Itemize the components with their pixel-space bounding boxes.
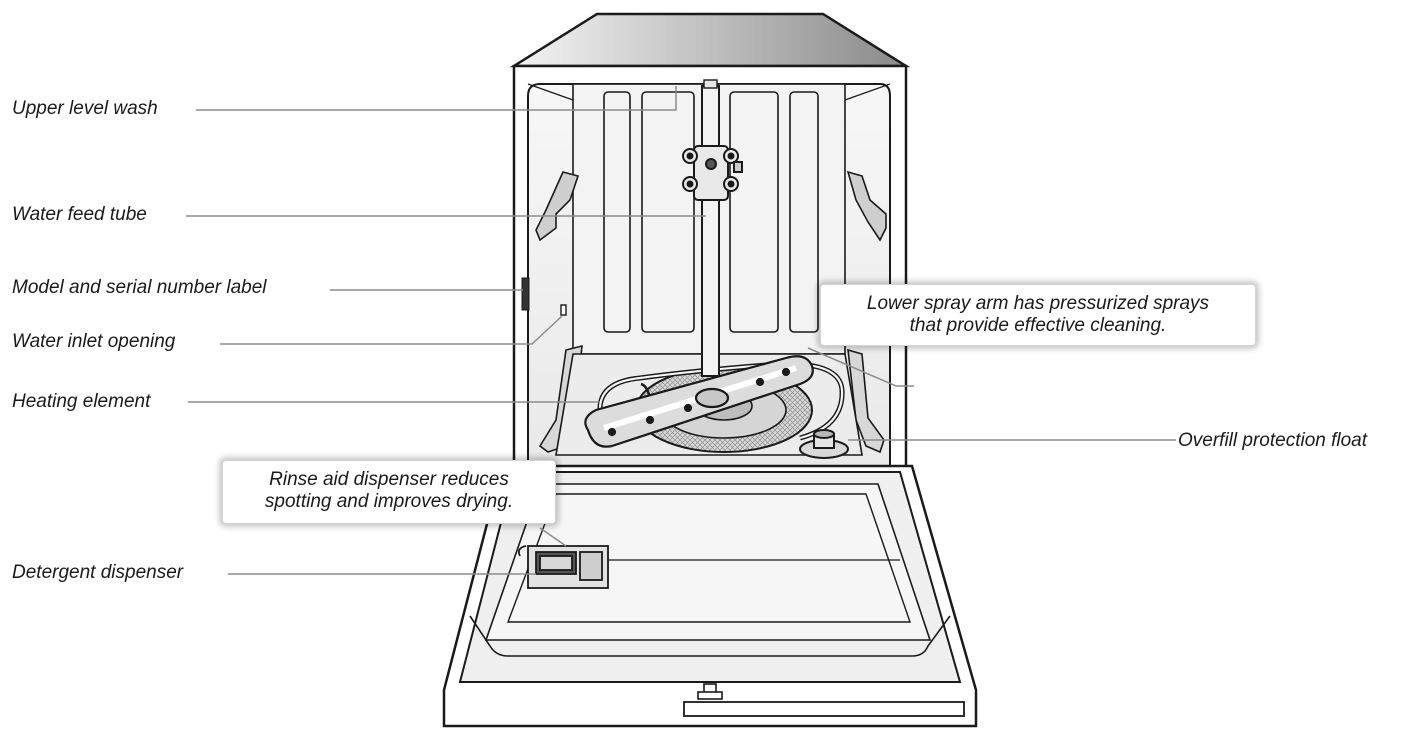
label-water-feed-tube: Water feed tube xyxy=(12,204,147,225)
back-wall-ribs xyxy=(603,91,819,333)
water-feed-tube xyxy=(701,85,720,377)
callout-lower-spray-arm-line1: Lower spray arm has pressurized sprays xyxy=(866,293,1210,314)
callout-lower-spray-arm-line2: that provide effective cleaning. xyxy=(909,315,1167,336)
label-water-inlet: Water inlet opening xyxy=(12,331,176,352)
label-model-serial: Model and serial number label xyxy=(12,277,267,298)
callout-lower-spray-arm: Lower spray arm has pressurized sprays t… xyxy=(820,284,1256,346)
upper-nozzle xyxy=(682,145,743,201)
label-upper-level-wash: Upper level wash xyxy=(12,98,158,119)
leader-lines xyxy=(186,86,1176,575)
serial-label-plate xyxy=(521,277,530,311)
callout-rinse-aid: Rinse aid dispenser reduces spotting and… xyxy=(222,460,556,524)
cabinet-top xyxy=(509,12,911,68)
label-heating-element: Heating element xyxy=(12,391,151,412)
lower-spray-arm xyxy=(584,355,814,448)
callout-rinse-aid-line1: Rinse aid dispenser reduces xyxy=(269,469,509,490)
callout-rinse-aid-line2: spotting and improves drying. xyxy=(264,491,514,512)
label-overfill-float: Overfill protection float xyxy=(1178,430,1368,451)
water-inlet xyxy=(560,304,567,316)
overfill-float xyxy=(799,429,849,459)
label-detergent-dispenser: Detergent dispenser xyxy=(12,562,184,583)
door-handle xyxy=(683,701,965,717)
detergent-dispenser xyxy=(517,545,609,589)
